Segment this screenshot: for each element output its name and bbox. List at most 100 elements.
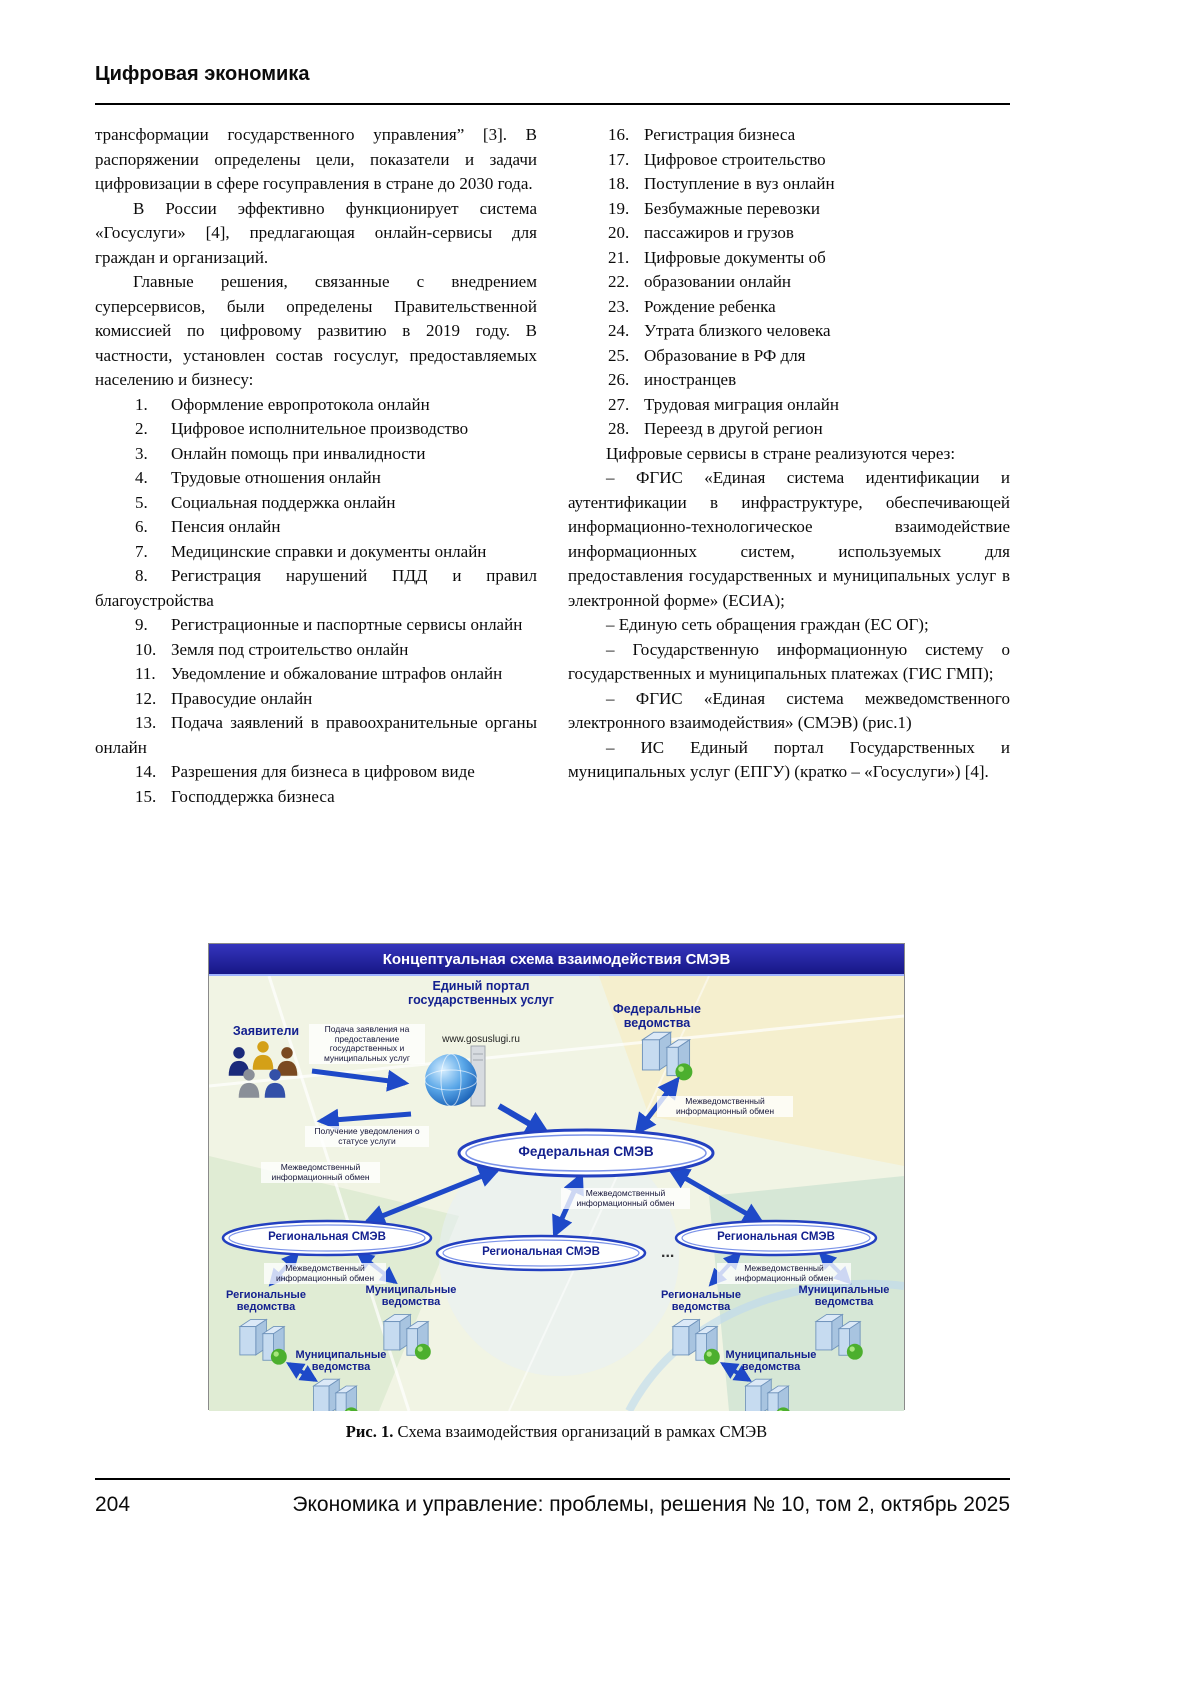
- list-item-text: Образование в РФ для: [644, 345, 806, 365]
- list-item-text: Подача заявлений в правоохранительные ор…: [95, 713, 537, 757]
- ellipsis-label: ...: [661, 1244, 675, 1261]
- list-item: 17.Цифровое строительство: [568, 148, 1010, 173]
- services-list-part2: 16.Регистрация бизнеса 17.Цифровое строи…: [568, 123, 1010, 442]
- running-head: Цифровая экономика: [95, 60, 1010, 105]
- list-item-text: Утрата близкого человека: [644, 321, 831, 340]
- list-item-text: Пенсия онлайн: [171, 517, 281, 536]
- journal-line: Экономика и управление: проблемы, решени…: [292, 1493, 1010, 1516]
- exchange-note-center: Межведомственный информационный обмен: [561, 1188, 690, 1210]
- list-item-text: Регистрация нарушений ПДД и правил благо…: [95, 566, 537, 610]
- list-item: 9.Регистрационные и паспортные сервисы о…: [95, 613, 537, 638]
- submit-note: Подача заявления на предоставление госуд…: [309, 1024, 425, 1065]
- municipal-agencies-left-lower-label: Муниципальные ведомства: [295, 1349, 387, 1374]
- left-column: трансформации государственного управлени…: [95, 123, 537, 809]
- list-item: 22. образовании онлайн: [568, 270, 1010, 295]
- list-item-number: 13.: [135, 713, 157, 732]
- list-item-number: 22.: [608, 272, 630, 291]
- list-item-number: 24.: [608, 321, 630, 340]
- municipal-agencies-right-upper-label: Муниципальные ведомства: [798, 1284, 890, 1309]
- figure-diagram-graphics: [209, 976, 904, 1411]
- list-item-number: 28.: [608, 419, 630, 438]
- list-item: 13.Подача заявлений в правоохранительные…: [95, 711, 537, 760]
- list-item-text: образовании онлайн: [644, 272, 792, 291]
- figure-caption-label: Рис. 1.: [345, 1422, 394, 1441]
- list-item: 3. Онлайн помощь при инвалидности: [95, 442, 537, 467]
- list-item: 8.Регистрация нарушений ПДД и правил бла…: [95, 564, 537, 613]
- list-item-text: Рождение ребенка: [644, 296, 776, 316]
- dash-list-item: – ФГИС «Единая система идентификации и а…: [568, 468, 1010, 610]
- federal-agencies-label: Федеральные ведомства: [613, 1002, 701, 1030]
- header-rule: [95, 103, 1010, 105]
- figure-1: Концептуальная схема взаимодействия СМЭВ: [208, 943, 905, 1442]
- list-item: 21.Цифровые документы об: [568, 246, 1010, 271]
- municipal-agencies-left-upper-label: Муниципальные ведомства: [365, 1284, 457, 1309]
- portal-url-label: www.gosuslugi.ru: [442, 1034, 520, 1045]
- list-item-number: 7.: [135, 541, 148, 561]
- footer-rule: [95, 1478, 1010, 1480]
- exchange-note-bottom-left: Межведомственный информационный обмен: [264, 1263, 386, 1285]
- list-item-number: 2.: [135, 419, 148, 438]
- list-item-number: 14.: [135, 762, 157, 781]
- list-item-text: Трудовые отношения онлайн: [171, 468, 381, 487]
- list-item: 2. Цифровое исполнительное производство: [95, 417, 537, 442]
- list-item-text: Поступление в вуз онлайн: [644, 174, 835, 193]
- list-item-number: 10.: [135, 639, 157, 659]
- list-item: 26.иностранцев: [568, 368, 1010, 393]
- list-item-number: 1.: [135, 394, 148, 414]
- list-item-text: Разрешения для бизнеса в цифровом виде: [171, 762, 475, 781]
- list-item: 10. Земля под строительство онлайн: [95, 638, 537, 663]
- body-columns: трансформации государственного управлени…: [95, 123, 1010, 809]
- regional-agencies-right-label: Региональные ведомства: [661, 1289, 741, 1314]
- list-item-text: Регистрационные и паспортные сервисы онл…: [171, 615, 523, 634]
- list-item-text: Безбумажные перевозки: [644, 198, 820, 218]
- list-item-number: 25.: [608, 345, 630, 365]
- list-item-number: 3.: [135, 443, 148, 463]
- list-item-text: Земля под строительство онлайн: [171, 639, 409, 659]
- list-item-number: 8.: [135, 566, 148, 585]
- list-item-text: Медицинские справки и документы онлайн: [171, 541, 487, 561]
- applicants-label: Заявители: [232, 1024, 300, 1038]
- list-item-text: Социальная поддержка онлайн: [171, 492, 396, 512]
- list-item: 12.Правосудие онлайн: [95, 687, 537, 712]
- regional-agencies-left-label: Региональные ведомства: [226, 1289, 306, 1314]
- list-item-text: Цифровое исполнительное производство: [171, 419, 469, 438]
- list-item-number: 15.: [135, 786, 157, 806]
- exchange-note-left: Межведомственный информационный обмен: [261, 1162, 380, 1184]
- notify-note: Получение уведомления о статусе услуги: [305, 1126, 429, 1148]
- list-item-number: 6.: [135, 517, 148, 536]
- exchange-note-bottom-right: Межведомственный информационный обмен: [717, 1263, 851, 1285]
- footer-row: 204 Экономика и управление: проблемы, ре…: [95, 1493, 1010, 1517]
- list-item-text: Правосудие онлайн: [171, 688, 313, 708]
- list-item-text: Господдержка бизнеса: [171, 786, 335, 806]
- list-item: 24. Утрата близкого человека: [568, 319, 1010, 344]
- list-item-text: Онлайн помощь при инвалидности: [171, 443, 426, 463]
- page-footer: 204 Экономика и управление: проблемы, ре…: [95, 1478, 1010, 1517]
- list-item-number: 20.: [608, 223, 630, 242]
- regional-smev-right-label: Региональная СМЭВ: [717, 1231, 835, 1243]
- list-item-text: иностранцев: [644, 370, 737, 389]
- list-item: 28.Переезд в другой регион: [568, 417, 1010, 442]
- regional-smev-left-label: Региональная СМЭВ: [268, 1231, 386, 1243]
- list-item: 27.Трудовая миграция онлайн: [568, 393, 1010, 418]
- list-item-number: 19.: [608, 198, 630, 218]
- list-item: 7. Медицинские справки и документы онлайн: [95, 540, 537, 565]
- page-content: Цифровая экономика трансформации государ…: [95, 60, 1010, 809]
- dash-list-item: – Единую сеть обращения граждан (ЕС ОГ);: [606, 615, 929, 634]
- page-number: 204: [95, 1493, 131, 1516]
- list-item: 18. Поступление в вуз онлайн: [568, 172, 1010, 197]
- figure-canvas: Единый портал государственных услуг www.…: [209, 976, 904, 1411]
- figure-caption-text: Схема взаимодействия организаций в рамка…: [393, 1422, 768, 1441]
- paragraph: В России эффективно функционирует систем…: [95, 198, 537, 267]
- list-item-number: 18.: [608, 174, 630, 193]
- list-item: 4.Трудовые отношения онлайн: [95, 466, 537, 491]
- list-item-text: Цифровые документы об: [644, 247, 826, 267]
- paragraph-continuation: трансформации государственного управлени…: [95, 125, 537, 193]
- exchange-note-federal: Межведомственный информационный обмен: [657, 1096, 793, 1118]
- dash-list-item: – ФГИС «Единая система межведомственного…: [568, 688, 1010, 733]
- services-list-part1: 1.Оформление европротокола онлайн 2.Цифр…: [95, 393, 537, 810]
- list-item-number: 27.: [608, 394, 630, 414]
- list-item: 19. Безбумажные перевозки: [568, 197, 1010, 222]
- figure-frame: Концептуальная схема взаимодействия СМЭВ: [208, 943, 905, 1411]
- right-column: 16.Регистрация бизнеса 17.Цифровое строи…: [568, 123, 1010, 809]
- portal-label: Единый портал государственных услуг: [408, 979, 554, 1007]
